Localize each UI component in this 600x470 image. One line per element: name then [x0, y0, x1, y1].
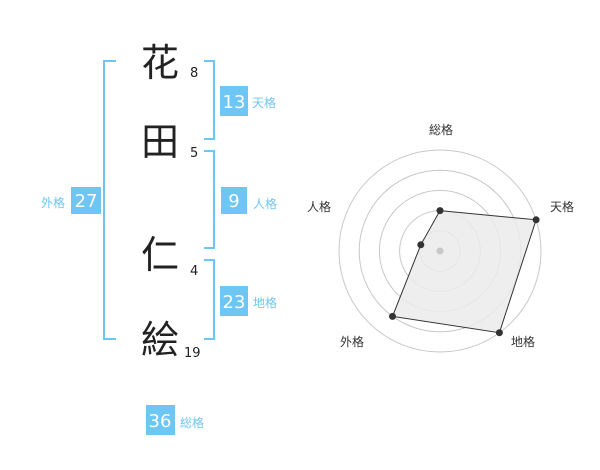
stroke-count-2: 5	[190, 146, 198, 161]
radar-point-2	[532, 216, 540, 224]
jinkaku-label: 人格	[253, 196, 277, 211]
jinkaku-bracket	[204, 150, 215, 249]
jinkaku-group: 9 人格	[221, 187, 277, 214]
chikaku-bracket	[204, 259, 215, 340]
jinkaku-value: 9	[228, 191, 239, 212]
tenkaku-badge	[220, 86, 248, 116]
jinkaku-badge	[221, 187, 247, 214]
brackets	[103, 60, 215, 340]
name-char-2: 田	[141, 120, 179, 164]
name-char-1: 花	[141, 41, 179, 85]
soukaku-value: 36	[149, 411, 172, 432]
tenkaku-label: 天格	[252, 95, 276, 110]
radar-point-5	[417, 241, 425, 249]
radar-chart: 総格 天格 地格 外格 人格	[307, 122, 574, 353]
tenkaku-value: 13	[223, 92, 246, 113]
gaikaku-value: 27	[75, 191, 98, 212]
gaikaku-bracket	[103, 60, 116, 340]
name-char-4: 絵	[141, 318, 179, 362]
radar-label-tenkaku: 天格	[550, 199, 574, 214]
radar-label-soukaku: 総格	[429, 122, 453, 137]
name-column: 花 8 田 5 仁 4 絵 19	[141, 41, 201, 362]
radar-ring-5	[338, 149, 542, 353]
chikaku-badge	[220, 286, 248, 316]
radar-point-3	[495, 329, 503, 337]
radar-center-dot	[436, 247, 444, 255]
stroke-count-3: 4	[190, 264, 198, 279]
stroke-count-1: 8	[190, 66, 198, 81]
soukaku-group: 36 総格	[146, 405, 204, 435]
radar-label-chikaku: 地格	[511, 334, 535, 349]
radar-polygon	[391, 210, 537, 334]
soukaku-label: 総格	[180, 415, 204, 430]
radar-point-1	[436, 207, 444, 215]
soukaku-badge	[146, 405, 175, 435]
chikaku-value: 23	[223, 292, 246, 313]
radar-label-gaikaku: 外格	[340, 334, 364, 349]
gaikaku-group: 外格 27	[41, 187, 101, 214]
chikaku-label: 地格	[253, 295, 277, 310]
gaikaku-label: 外格	[41, 195, 65, 210]
tenkaku-bracket	[204, 60, 215, 140]
radar-points	[389, 207, 540, 337]
stroke-count-4: 19	[184, 346, 201, 361]
chikaku-group: 23 地格	[220, 286, 277, 316]
name-char-3: 仁	[141, 233, 179, 277]
radar-label-jinkaku: 人格	[307, 199, 331, 214]
radar-point-4	[389, 312, 396, 320]
tenkaku-group: 13 天格	[220, 86, 276, 116]
gaikaku-badge	[71, 187, 101, 214]
